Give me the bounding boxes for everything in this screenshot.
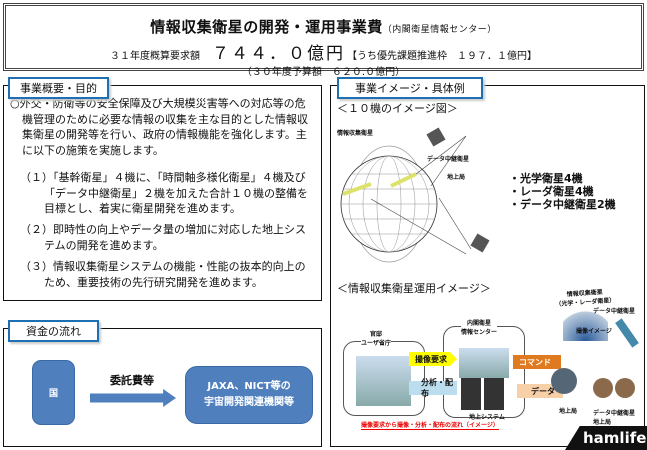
fig1-ground-label: 地上局 <box>447 174 466 181</box>
fig2-relay-label: データ中継衛星 <box>593 308 636 315</box>
org-name: （内閣衛星情報センター） <box>382 25 497 35</box>
overview-intro: ○外交・防衛等の安全保障及び大規模災害等への対応等の危機管理のために必要な情報の… <box>10 97 308 157</box>
funding-arrow-label: 委託費等 <box>110 374 154 387</box>
overview-panel: ○外交・防衛等の安全保障及び大規模災害等への対応等の危機管理のために必要な情報の… <box>3 85 322 301</box>
user-label: 官邸 ユーザ省庁 <box>361 329 391 347</box>
funding-label: 資金の流れ <box>8 320 99 342</box>
header-box: 情報収集衛星の開発・運用事業費（内閣衛星情報センター） ３１年度概算要求額 ７４４… <box>3 3 644 78</box>
fig1-title: ＜１０機のイメージ図＞ <box>337 102 458 115</box>
overview-item: （３）情報収集衛星システムの機能・性能の抜本的向上のため、重要技術の先行研究開発… <box>20 260 306 289</box>
antenna-icon <box>615 378 635 398</box>
fig1-relay-label: データ中継衛星 <box>427 156 470 163</box>
overview-label: 事業概要・目的 <box>8 77 109 99</box>
fig1-sat-label: 情報収集衛星 <box>337 130 374 137</box>
constellation-list: ・光学衛星4機 ・レーダ衛星4機 ・データ中継衛星2機 <box>509 172 616 211</box>
imaging-label: 撮像イメージ <box>576 328 612 335</box>
funding-recipient-box: JAXA、NICT等の 宇宙開発関連機関等 <box>185 366 313 424</box>
prev-budget: （３０年度予算額 ６２０.０億円） <box>241 67 406 78</box>
image-label: 事業イメージ・具体例 <box>337 77 483 99</box>
relay-ground-label: データ中継衛星 地上局 <box>593 410 636 426</box>
watermark: hamlife.jp <box>565 426 647 450</box>
command-arrow: コマンド <box>513 355 561 369</box>
antenna-icon <box>551 368 577 394</box>
request-label: ３１年度概算要求額 <box>110 51 200 62</box>
image-panel: ＜１０機のイメージ図＞ 情報収集衛星 データ中継衛星 地上局 ・光学衛星4機 ・… <box>330 85 645 447</box>
globe-diagram <box>340 135 472 263</box>
funding-arrow-icon <box>90 389 176 407</box>
server-icon <box>461 378 481 410</box>
ground-system-label: 地上システム <box>469 414 505 421</box>
constellation-item: ・データ中継衛星2機 <box>509 198 616 211</box>
constellation-item: ・レーダ衛星4機 <box>509 185 594 198</box>
priority-amount: 【うち優先課題推進枠 １９７．１億円】 <box>347 51 537 62</box>
earth-image <box>563 306 608 341</box>
request-arrow: 撮像要求 <box>409 352 457 366</box>
ground-station-label: 地上局 <box>559 408 578 415</box>
operators-image <box>356 356 411 406</box>
funding-panel: 国 委託費等 JAXA、NICT等の 宇宙開発関連機関等 <box>3 328 322 447</box>
funding-source-box: 国 <box>32 360 75 425</box>
server-icon <box>484 378 504 410</box>
flow-caption: 撮像要求から撮像・分析・配布の流れ（イメージ） <box>361 422 499 430</box>
antenna-icon <box>593 378 613 398</box>
page-title: 情報収集衛星の開発・運用事業費 <box>150 18 383 36</box>
overview-item: （１）「基幹衛星」４機に、「時間軸多様化衛星」４機及び「データ中継衛星」２機を加… <box>20 171 308 215</box>
distribute-arrow: 分析・配布 <box>409 378 457 398</box>
constellation-item: ・光学衛星4機 <box>509 172 583 185</box>
data-arrow: データ <box>517 384 563 398</box>
request-amount: ７４４．０億円 <box>212 44 345 64</box>
fig2-title: ＜情報収集衛星運用イメージ＞ <box>337 282 491 295</box>
operators-image <box>459 348 509 378</box>
center-label: 内閣衛星 情報センター <box>461 318 498 336</box>
overview-item: （２）即時性の向上やデータ量の増加に対応した地上システムの開発を進めます。 <box>20 223 306 252</box>
relay-satellite-icon <box>615 318 639 348</box>
fig2-sat-label: 情報収集衛星 （光学・レーダ衛星） <box>555 288 616 309</box>
